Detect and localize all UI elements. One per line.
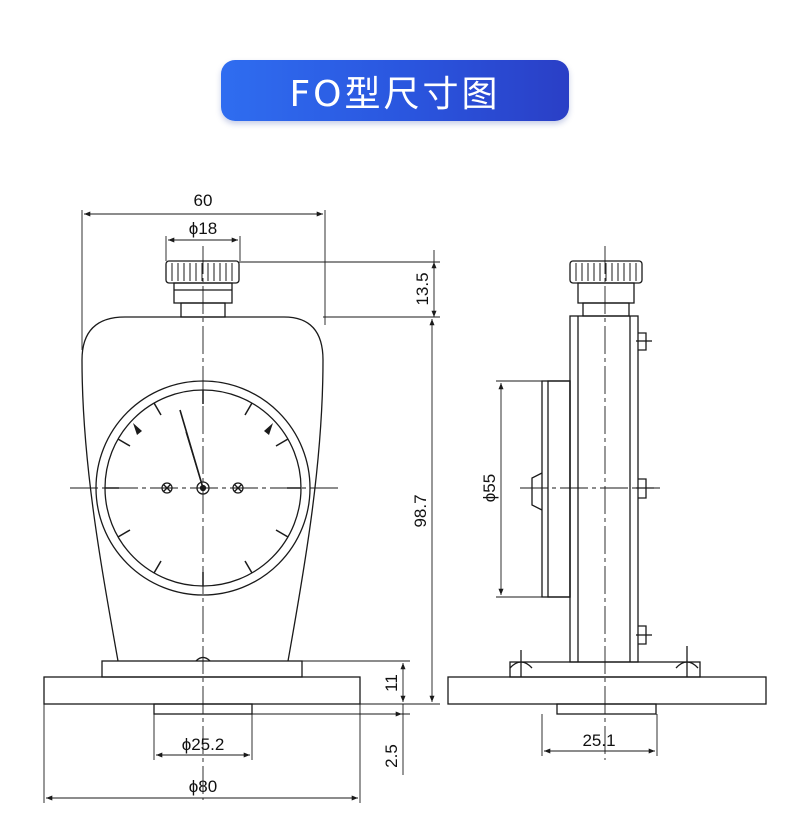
side-body	[569, 315, 639, 663]
side-dimensions	[496, 380, 658, 756]
front-base-plate	[43, 676, 361, 705]
dim-25-1: 25.1	[582, 731, 615, 750]
dim-phi-80: ϕ80	[189, 777, 217, 796]
dim-60: 60	[194, 191, 213, 210]
front-dimensions	[43, 210, 440, 803]
page-title: FO型尺寸图	[289, 73, 501, 115]
dim-phi-25-2: ϕ25.2	[182, 735, 225, 754]
front-centerlines	[70, 246, 338, 800]
title-banner: FO型尺寸图	[221, 60, 569, 121]
front-view	[43, 246, 361, 800]
front-plinth	[101, 660, 303, 678]
dim-2-5: 2.5	[382, 744, 401, 768]
side-knob	[569, 260, 643, 284]
side-dial-face	[541, 380, 571, 598]
side-base-plate	[447, 676, 767, 705]
dial-mark-right	[264, 423, 273, 435]
dial-mark-left	[133, 423, 142, 435]
dim-11: 11	[382, 674, 401, 692]
dim-phi-18: ϕ18	[189, 219, 217, 238]
dim-98-7: 98.7	[411, 494, 430, 527]
dim-13-5: 13.5	[413, 272, 432, 305]
dim-phi-55: ϕ55	[480, 474, 499, 502]
side-foot	[556, 703, 657, 715]
side-view	[447, 246, 767, 760]
